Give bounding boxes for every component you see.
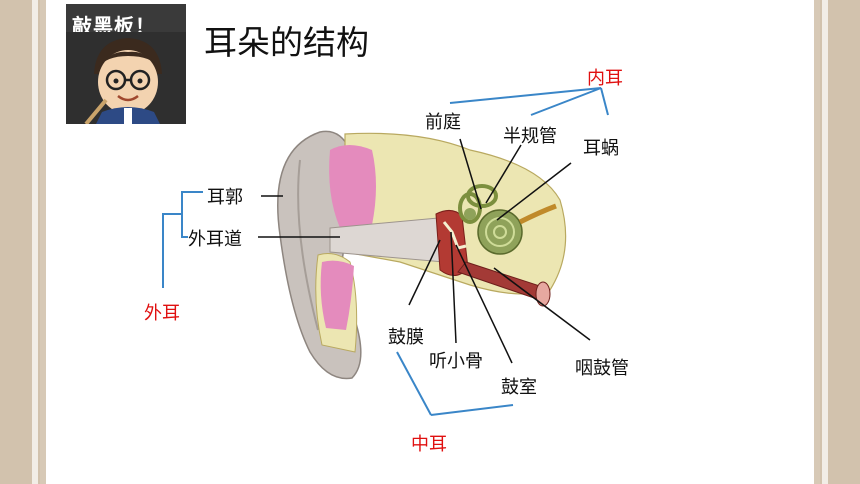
pointer-lines bbox=[258, 138, 591, 364]
teacher-cartoon-icon bbox=[66, 32, 186, 124]
label-outer-ear: 外耳 bbox=[144, 303, 180, 324]
label-middle-ear: 中耳 bbox=[411, 434, 447, 455]
outer-ear-bracket bbox=[162, 191, 203, 288]
label-ossicles: 听小骨 bbox=[429, 351, 483, 372]
teacher-badge: 敲黑板！ bbox=[66, 4, 186, 124]
label-eardrum: 鼓膜 bbox=[388, 327, 424, 348]
label-vestibule: 前庭 bbox=[425, 112, 461, 133]
label-ear-canal: 外耳道 bbox=[188, 229, 242, 250]
label-auricle: 耳郭 bbox=[207, 187, 243, 208]
page-title: 耳朵的结构 bbox=[204, 23, 369, 62]
label-cochlea: 耳蜗 bbox=[583, 138, 619, 159]
inner-ear-bracket bbox=[449, 87, 609, 116]
right-border bbox=[820, 0, 860, 484]
label-inner-ear: 内耳 bbox=[587, 68, 623, 89]
middle-ear-bracket bbox=[396, 351, 514, 416]
left-border bbox=[0, 0, 40, 484]
cochlea-shape bbox=[477, 209, 523, 255]
label-tympanic-cavity: 鼓室 bbox=[501, 377, 537, 398]
label-semicircular-canals: 半规管 bbox=[503, 126, 557, 147]
label-eustachian-tube: 咽鼓管 bbox=[575, 358, 629, 379]
